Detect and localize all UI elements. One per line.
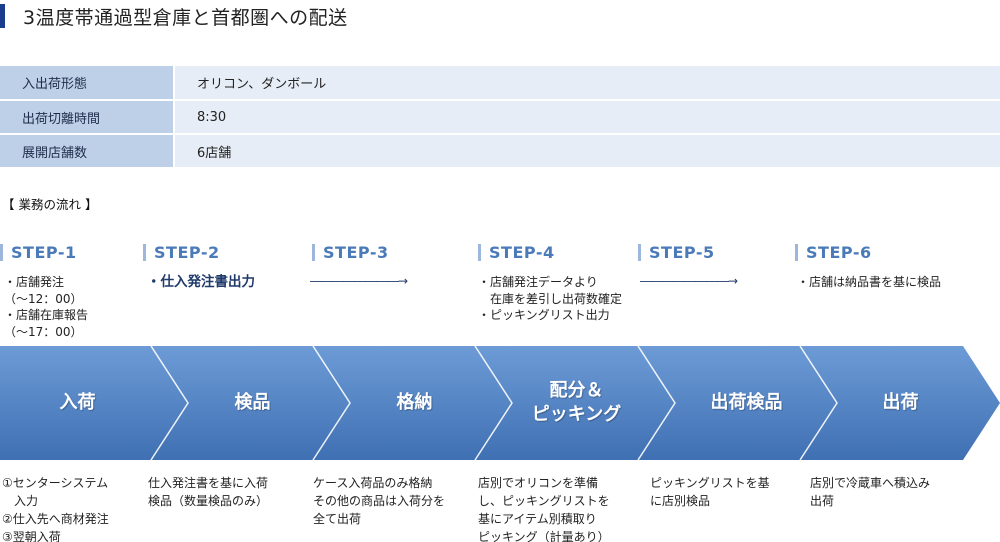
- process-chevron-band: [0, 346, 1000, 460]
- spec-row: 入出荷形態 オリコン、ダンボール: [0, 66, 1000, 101]
- spec-row: 出荷切離時間 8:30: [0, 100, 1000, 135]
- flow-heading: 【 業務の流れ 】: [2, 197, 98, 212]
- step-label: STEP-2: [154, 242, 220, 262]
- step-label: STEP-3: [323, 242, 389, 262]
- step-header-2: STEP-2: [143, 242, 220, 262]
- step-marker: [478, 243, 481, 261]
- spec-row: 展開店舗数 6店舗: [0, 134, 1000, 169]
- step-note-6: ・店舗は納品書を基に検品: [797, 275, 942, 289]
- chevron-divider: [637, 346, 676, 460]
- spec-key: 入出荷形態: [0, 66, 175, 101]
- stage-desc-6: 店別で冷蔵車へ積込み 出荷: [810, 476, 931, 508]
- step-marker: [143, 243, 146, 261]
- chevron-divider: [150, 346, 189, 460]
- spec-value: 6店舗: [174, 134, 1000, 169]
- stage-label-3: 格納: [396, 392, 433, 413]
- stage-desc-3: ケース入荷品のみ格納 その他の商品は入荷分を 全て出荷: [313, 476, 446, 526]
- spec-key: 出荷切離時間: [0, 100, 175, 135]
- step-marker: [795, 243, 798, 261]
- step-header-6: STEP-6: [795, 242, 872, 262]
- stage-label-2: 検品: [234, 392, 271, 413]
- step-label: STEP-6: [806, 242, 872, 262]
- step-note-4: ・店舗発注データより 在庫を差引し出荷数確定 ・ピッキングリスト出力: [478, 275, 623, 322]
- stage-desc-5: ピッキングリストを基 に店別検品: [650, 476, 770, 508]
- step-marker: [312, 243, 315, 261]
- page-title: 3温度帯通過型倉庫と首都圏への配送: [0, 3, 348, 29]
- step-note-5-arrow: ――――――――→: [640, 274, 738, 288]
- title-accent-bar: [0, 4, 5, 28]
- stage-desc-1: ①センターシステム 入力 ②仕入先へ商材発注 ③翌朝入荷: [2, 476, 109, 542]
- chevron-divider: [312, 346, 351, 460]
- step-header-4: STEP-4: [478, 242, 555, 262]
- stage-label-1: 入荷: [59, 392, 96, 413]
- spec-table: 入出荷形態 オリコン、ダンボール 出荷切離時間 8:30 展開店舗数 6店舗: [0, 66, 1000, 169]
- step-note-3-arrow: ――――――――→: [310, 274, 408, 288]
- step-label: STEP-4: [489, 242, 555, 262]
- step-header-1: STEP-1: [0, 242, 77, 262]
- spec-value: 8:30: [174, 100, 1000, 135]
- stage-label-6: 出荷: [882, 392, 919, 413]
- chevron-divider: [799, 346, 838, 460]
- step-marker: [638, 243, 641, 261]
- step-note-1: ・店舗発注 （～12：00） ・店舗在庫報告 （～17：00）: [4, 275, 89, 339]
- spec-key: 展開店舗数: [0, 134, 175, 169]
- page-title-text: 3温度帯通過型倉庫と首都圏への配送: [23, 6, 348, 29]
- step-header-5: STEP-5: [638, 242, 715, 262]
- step-marker: [0, 243, 3, 261]
- stage-label-5: 出荷検品: [710, 392, 783, 413]
- chevron-band-shape: [0, 346, 1000, 460]
- step-label: STEP-5: [649, 242, 715, 262]
- stage-desc-2: 仕入発注書を基に入荷 検品（数量検品のみ）: [148, 476, 269, 508]
- step-label: STEP-1: [11, 242, 77, 262]
- chevron-divider: [474, 346, 513, 460]
- step-header-3: STEP-3: [312, 242, 389, 262]
- stage-desc-4: 店別でオリコンを準備 し、ピッキングリストを 基にアイテム別積取り ピッキング（…: [478, 476, 610, 542]
- spec-value: オリコン、ダンボール: [174, 66, 1000, 101]
- stage-label-4: 配分＆ ピッキング: [531, 380, 622, 425]
- step-note-2: ・仕入発注書出力: [147, 274, 255, 290]
